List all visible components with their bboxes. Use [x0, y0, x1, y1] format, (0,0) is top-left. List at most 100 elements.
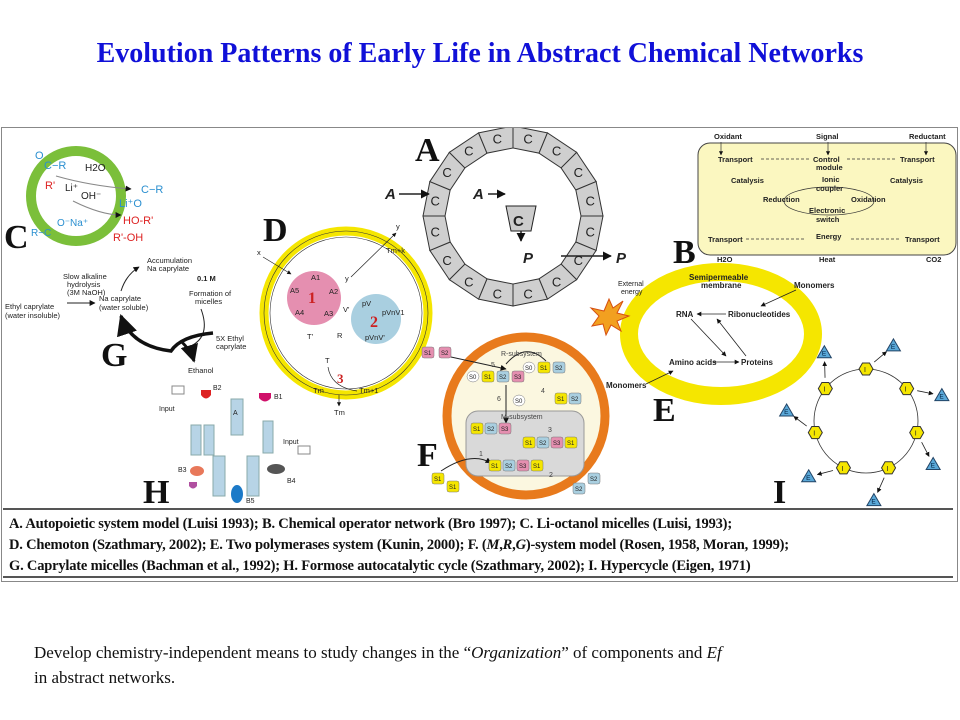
label: x	[257, 248, 261, 257]
enzyme-node	[778, 402, 795, 417]
label: T'	[307, 332, 314, 341]
intermediate-node	[880, 461, 897, 475]
operator-box	[697, 142, 957, 256]
ring-cell-label: C	[493, 286, 502, 301]
intermediate-node	[909, 426, 925, 440]
label: O	[35, 150, 44, 162]
slide-title: Evolution Patterns of Early Life in Abst…	[96, 38, 864, 69]
ring-cell-label: C	[523, 132, 532, 147]
panel-letter-i: I	[773, 474, 786, 511]
molecule-chip	[587, 472, 601, 485]
label: y	[345, 274, 349, 283]
label: 1	[479, 451, 483, 458]
micelle-ring	[26, 146, 126, 246]
molecule-label: S2	[571, 397, 579, 403]
label: Transport	[900, 155, 935, 164]
ring-cell-label: C	[431, 224, 440, 239]
caption-text: D. Chemoton (Szathmary, 2002); E. Two po…	[9, 537, 487, 553]
panel-h-formose-cycle: Input Input A B2 B1 B4 B3 B5 H	[143, 385, 311, 511]
label: 2	[549, 472, 553, 479]
label: Tm+1	[359, 386, 378, 395]
label: P	[616, 250, 627, 267]
caption-line-3: G. Caprylate micelles (Bachman et al., 1…	[9, 558, 751, 574]
molecule-label: S1	[533, 464, 541, 470]
molecule-chip	[568, 392, 582, 405]
molecule-chip	[481, 370, 495, 383]
label: Catalysis	[731, 176, 764, 185]
label: O⁻Na⁺	[57, 218, 88, 229]
node-label: I	[864, 367, 866, 374]
label: CO2	[926, 255, 941, 264]
node-label: I	[813, 431, 815, 438]
label: 1	[308, 290, 316, 307]
molecule-chip	[530, 459, 544, 472]
molecule-label: S1	[473, 427, 481, 433]
label: T	[325, 356, 330, 365]
label: energy	[621, 289, 643, 296]
node-label: I	[905, 387, 907, 394]
figure-caption: A. Autopoietic system model (Luisi 1993)…	[3, 508, 953, 578]
intermediate-node	[807, 426, 823, 440]
figure-svg: O C−R R' H2O Li⁺ OH⁻ C−R Li⁺O HO-R' R'-O…	[4, 128, 957, 511]
panel-b-chemical-operator-network: Oxidant Signal Reductant Transport Trans…	[673, 132, 957, 271]
node-label: E	[931, 462, 936, 469]
molecule-label: S3	[514, 375, 522, 381]
panel-letter-c: C	[4, 219, 29, 256]
panel-g-caprylate-micelles: Ethyl caprylate (water insoluble) Slow a…	[5, 256, 246, 375]
molecule-chip	[498, 422, 512, 435]
label: R'	[45, 180, 55, 192]
label: Tm	[334, 408, 345, 417]
label: Catalysis	[890, 176, 923, 185]
label: M-subsystem	[501, 414, 543, 421]
caption-text: R	[502, 537, 513, 553]
label: pVnV'	[365, 333, 385, 342]
label: A4	[295, 308, 304, 317]
label: Energy	[816, 232, 842, 241]
molecule-label: S0	[525, 366, 533, 372]
label: A	[233, 410, 238, 417]
node-label: I	[887, 466, 889, 473]
label: Accumulation	[147, 256, 192, 265]
label: Transport	[708, 235, 743, 244]
statement-text: in abstract networks.	[34, 668, 176, 687]
molecule-chip	[536, 436, 550, 449]
enzyme-node	[816, 344, 833, 359]
label: A	[472, 186, 484, 203]
intermediate-node	[835, 461, 852, 475]
panel-letter-f: F	[417, 437, 438, 474]
label: (3M NaOH)	[67, 288, 106, 297]
node-label: E	[891, 344, 896, 351]
molecule-chip	[421, 346, 435, 359]
intermediate-node	[817, 382, 833, 396]
panel-letter-g: G	[101, 337, 127, 374]
enzyme-node	[933, 387, 950, 402]
molecule-chip	[511, 370, 525, 383]
label: A3	[324, 309, 333, 318]
panel-letter-b: B	[673, 234, 696, 271]
label: Tm	[313, 386, 324, 395]
label: Input	[159, 406, 175, 413]
label: (water soluble)	[99, 303, 149, 312]
label: C−R	[44, 160, 66, 172]
panel-letter-e: E	[653, 392, 676, 429]
ring-cell-label: C	[552, 275, 561, 290]
bottom-statement: Develop chemistry-independent means to s…	[34, 640, 934, 690]
statement-italic: Ef	[706, 643, 722, 662]
molecule-chip	[470, 422, 484, 435]
molecule-label: S2	[499, 375, 507, 381]
label: H2O	[717, 255, 733, 264]
caption-line-2: D. Chemoton (Szathmary, 2002); E. Two po…	[9, 537, 789, 553]
molecule-label: S1	[484, 375, 492, 381]
label: pVnV1	[382, 308, 405, 317]
enzyme-node	[925, 456, 942, 470]
caption-text: M	[486, 537, 500, 553]
ring-cell-label: C	[574, 165, 583, 180]
ring-cell-label: C	[431, 194, 440, 209]
molecule-chip	[512, 394, 526, 407]
enzyme-node	[800, 468, 817, 483]
ring-cell-label: C	[552, 143, 561, 158]
label: HO-R'	[123, 215, 153, 227]
molecule-label: S0	[515, 399, 523, 405]
ring-cell-label: C	[442, 253, 451, 268]
